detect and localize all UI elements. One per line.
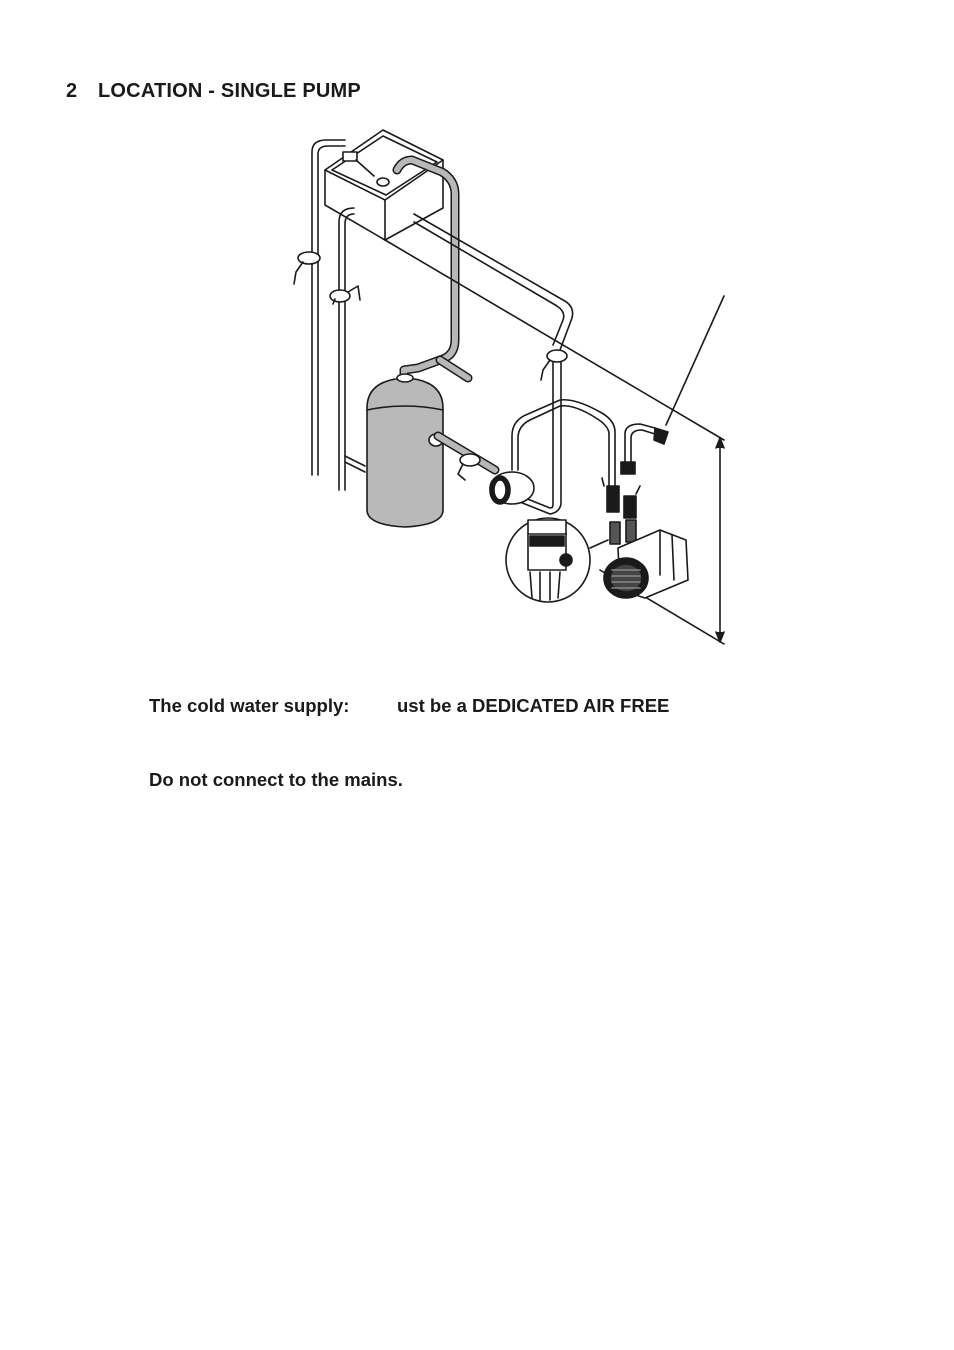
section-number: 2 [66,80,78,102]
dimension-arrow-icon [715,437,725,643]
pump-icon [603,529,689,599]
cold-water-tank-icon [324,129,444,241]
cold-supply-pipe [413,213,574,515]
shower-head-icon [653,427,669,445]
inset-detail [505,517,609,603]
section-heading: 2 LOCATION - SINGLE PUMP [66,80,361,103]
isolating-valve-icon [293,251,361,305]
vent-pipes [311,139,366,491]
mains-warning: Do not connect to the mains. [149,769,403,790]
supply-text: ust be a DEDICATED AIR FREE [397,695,670,716]
gate-valve-icon [489,471,535,505]
hot-feed-pipe [392,155,473,383]
cylinder-outlet-pipe [428,431,500,481]
pump-feed-pipe [511,398,656,491]
section-title: LOCATION - SINGLE PUMP [98,80,361,102]
supply-label: The cold water supply: [149,695,350,716]
pump-valves [601,461,641,545]
hot-water-cylinder-icon [366,373,444,528]
plumbing-diagram [293,129,725,645]
